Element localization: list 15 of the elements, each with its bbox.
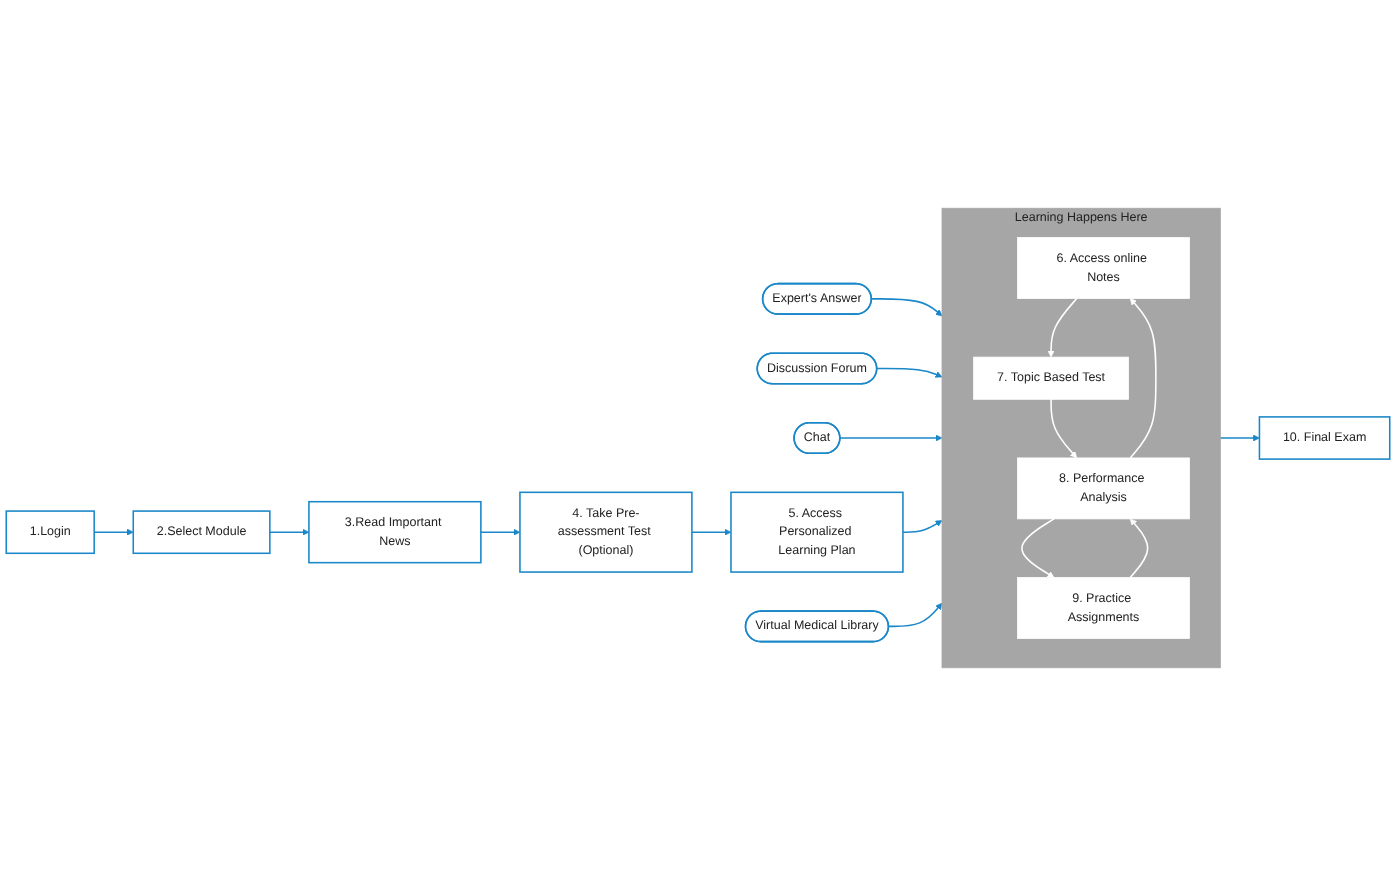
arrow: [691, 528, 732, 536]
arrow: [1219, 434, 1260, 442]
arrow: [839, 434, 943, 442]
arrow: [902, 520, 943, 533]
arrow: [875, 367, 943, 378]
arrow: [1021, 518, 1055, 578]
arrow: [269, 528, 310, 536]
arrow: [480, 528, 521, 536]
arrow: [1047, 297, 1078, 358]
arrow: [1129, 298, 1157, 459]
arrow: [1129, 518, 1149, 579]
arrow: [870, 298, 943, 317]
arrow: [93, 528, 134, 536]
arrow: [887, 602, 943, 628]
arrow: [1050, 398, 1078, 459]
